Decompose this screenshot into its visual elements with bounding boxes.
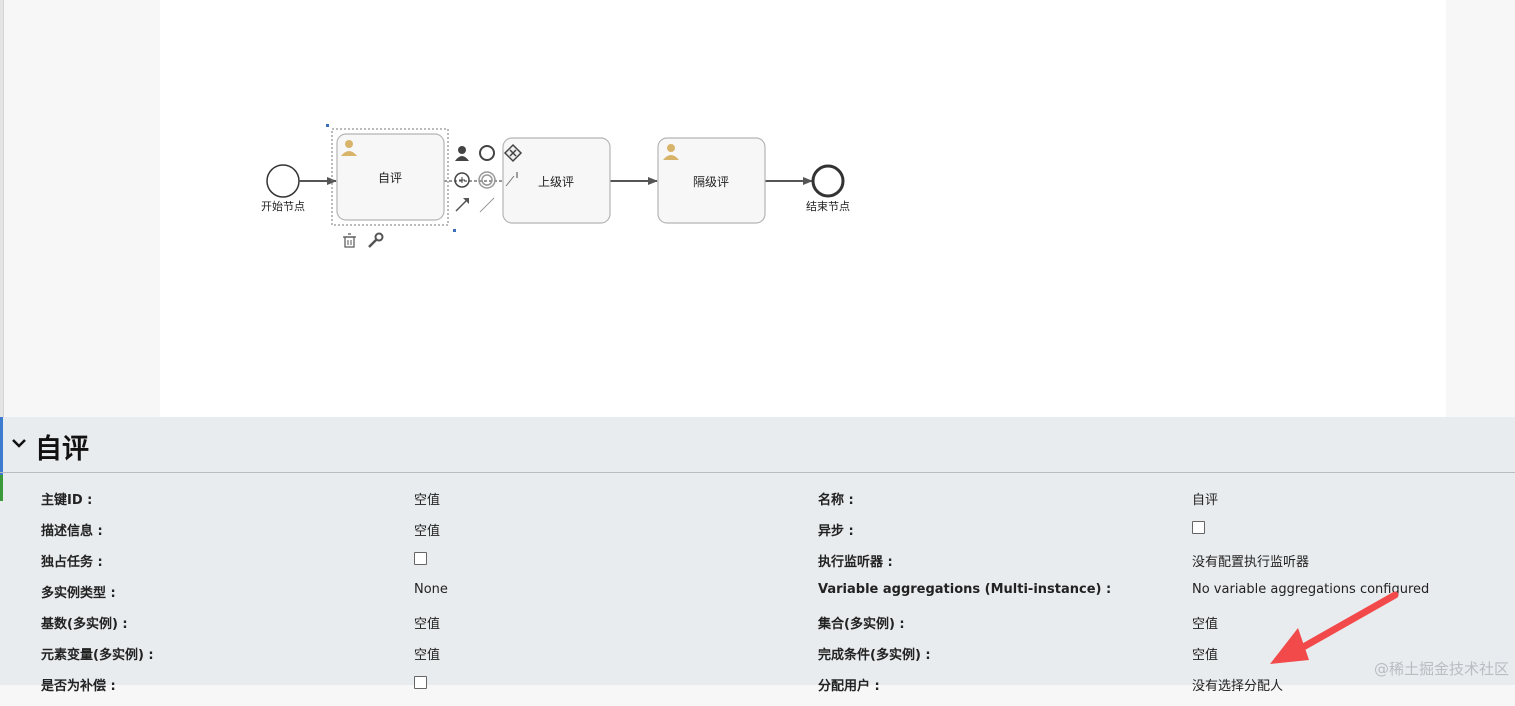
task-superior-review[interactable]: [502, 137, 611, 224]
association-line-icon[interactable]: [479, 197, 495, 213]
property-row: 是否为补偿 :分配用户 :没有选择分配人: [0, 675, 1515, 706]
property-label: 执行监听器 :: [818, 555, 893, 570]
property-value[interactable]: 没有配置执行监听器: [1192, 555, 1310, 570]
property-value[interactable]: 自评: [1192, 493, 1219, 508]
checkbox[interactable]: [1192, 521, 1205, 534]
user-icon: [663, 144, 679, 160]
property-value[interactable]: 空值: [414, 524, 441, 539]
property-value[interactable]: 空值: [1192, 617, 1219, 632]
property-value[interactable]: No variable aggregations configured: [1192, 582, 1430, 597]
add-gateway-icon[interactable]: [503, 143, 523, 163]
checkbox[interactable]: [414, 552, 427, 565]
property-value[interactable]: 空值: [414, 648, 441, 663]
end-event-label: 结束节点: [806, 200, 850, 213]
property-value[interactable]: None: [414, 582, 448, 597]
property-label: 描述信息 :: [41, 524, 103, 539]
add-user-task-icon[interactable]: [455, 146, 469, 161]
properties-title: 自评: [35, 434, 89, 465]
accent-bar: [0, 417, 3, 475]
property-label: 多实例类型 :: [41, 586, 116, 601]
property-label: 基数(多实例) :: [41, 617, 128, 632]
connect-arrow-icon[interactable]: [455, 198, 469, 212]
delete-icon[interactable]: [343, 233, 356, 248]
property-value[interactable]: 空值: [414, 493, 441, 508]
accent-bar-green: [0, 475, 3, 501]
property-label: 异步 :: [818, 524, 854, 539]
property-row: 基数(多实例) : 空值 集合(多实例) : 空值: [0, 613, 1515, 644]
wrench-icon[interactable]: [368, 232, 384, 248]
add-text-annotation-icon[interactable]: [505, 172, 518, 187]
task-skip-level-review[interactable]: [657, 137, 766, 224]
add-boundary-event-icon[interactable]: [478, 171, 496, 189]
bpmn-diagram: 开始节点 自评 上级评: [261, 124, 850, 248]
user-icon: [341, 140, 357, 156]
property-label: 元素变量(多实例) :: [41, 648, 154, 663]
checkbox[interactable]: [414, 676, 427, 689]
property-row: 独占任务 : 执行监听器 : 没有配置执行监听器: [0, 551, 1515, 582]
property-label: 独占任务 :: [41, 555, 103, 570]
property-row: 多实例类型 : None Variable aggregations (Multi-…: [0, 582, 1515, 613]
property-checkbox[interactable]: [1192, 520, 1205, 537]
property-label: 完成条件(多实例) :: [818, 648, 931, 663]
task-label: 上级评: [538, 175, 574, 189]
add-intermediate-event-icon[interactable]: [454, 172, 470, 188]
property-row: 元素变量(多实例) : 空值 完成条件(多实例) : 空值: [0, 644, 1515, 675]
start-event[interactable]: [266, 164, 300, 198]
task-self-review[interactable]: [336, 133, 445, 221]
diagram-canvas[interactable]: 开始节点 自评 上级评: [160, 0, 1446, 417]
start-event-label: 开始节点: [261, 199, 305, 213]
property-label: Variable aggregations (Multi-instance) :: [818, 582, 1112, 597]
task-label: 自评: [378, 171, 402, 185]
task-label: 隔级评: [693, 175, 729, 189]
selection-box: [331, 128, 449, 226]
end-event[interactable]: [811, 164, 845, 198]
properties-panel: 自评 主键ID :空值名称 :自评描述信息 :空值异步 :独占任务 :执行监听器…: [0, 417, 1515, 694]
properties-header: 自评: [0, 417, 1515, 473]
property-value[interactable]: 空值: [414, 617, 441, 632]
property-label: 主键ID :: [41, 493, 93, 508]
property-checkbox[interactable]: [414, 675, 427, 692]
property-label: 集合(多实例) :: [818, 617, 905, 632]
chevron-down-icon[interactable]: [12, 438, 26, 448]
add-event-icon[interactable]: [479, 145, 495, 161]
left-strip: [0, 0, 4, 417]
property-checkbox[interactable]: [414, 551, 427, 568]
property-value[interactable]: 空值: [1192, 648, 1219, 663]
property-row: 主键ID : 空值 名称 : 自评: [0, 489, 1515, 520]
property-row: 描述信息 : 空值 异步 :: [0, 520, 1515, 551]
property-label: 名称 :: [818, 493, 854, 508]
watermark: @稀土掘金技术社区: [1373, 660, 1509, 678]
